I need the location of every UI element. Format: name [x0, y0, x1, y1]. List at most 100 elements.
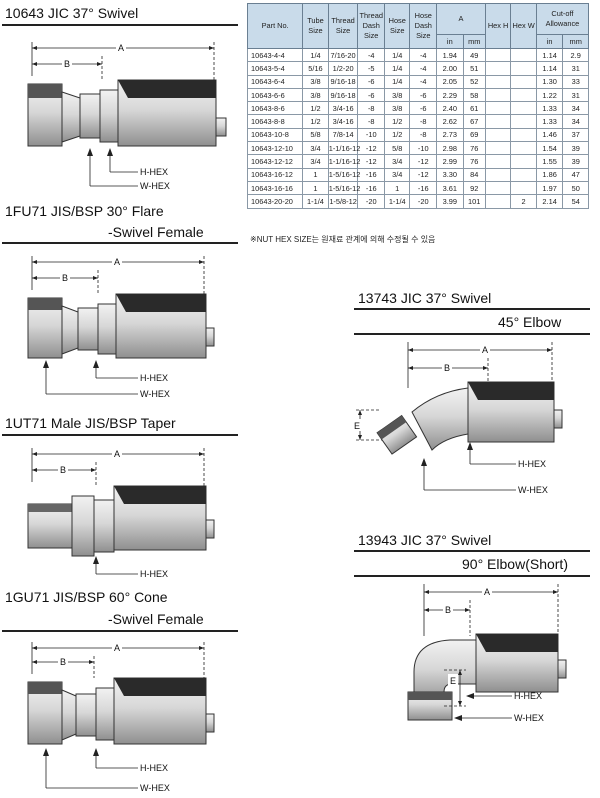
- dim-hhex-label: H-HEX: [140, 373, 168, 383]
- table-cell-thread: 1-1/16-12: [327, 141, 360, 156]
- table-cell-part: 10643-8-8: [246, 114, 304, 129]
- table-cell-a_in: 2.29: [436, 87, 464, 103]
- section-subtitle-13943: 90° Elbow(Short): [462, 556, 568, 572]
- table-cell-hdash: -4: [409, 61, 438, 76]
- table-cell-w: [510, 167, 537, 182]
- header-thread-size: Thread Size: [327, 3, 359, 49]
- table-cell-c_mm: 39: [562, 141, 589, 156]
- table-cell-hose: 3/8: [383, 101, 411, 116]
- table-cell-a_mm: 67: [462, 114, 486, 129]
- table-cell-c_mm: 2.9: [562, 47, 589, 63]
- header-cutoff-in: in: [535, 34, 564, 49]
- header-cutoff-mm: mm: [562, 34, 589, 49]
- dim-whex-label: W-HEX: [140, 783, 170, 793]
- dim-whex-label: W-HEX: [140, 181, 170, 191]
- table-cell-tube: 1-1/4: [302, 194, 329, 209]
- table-cell-h: [484, 127, 512, 143]
- table-cell-hose: 3/4: [383, 154, 411, 169]
- table-cell-c_in: 1.46: [535, 127, 564, 143]
- table-cell-part: 10643-20-20: [246, 194, 304, 209]
- table-cell-c_in: 2.14: [535, 194, 564, 209]
- dim-hhex-label: H-HEX: [140, 569, 168, 579]
- nut-hex-note: ※NUT HEX SIZE는 원재료 관계에 의해 수정될 수 있음: [250, 235, 436, 244]
- table-cell-a_in: 2.99: [436, 154, 464, 169]
- table-cell-a_in: 1.94: [436, 47, 464, 63]
- table-cell-tube: 3/4: [302, 154, 329, 169]
- table-cell-c_mm: 37: [562, 127, 589, 143]
- table-cell-part: 10643-12-10: [246, 141, 304, 156]
- table-cell-part: 10643-16-16: [246, 180, 304, 196]
- table-cell-w: [510, 61, 537, 76]
- table-cell-thread: 3/4-16: [327, 114, 359, 129]
- table-cell-hose: 1: [383, 180, 411, 196]
- table-cell-c_in: 1.30: [535, 74, 564, 89]
- table-cell-c_in: 1.54: [535, 141, 564, 156]
- table-cell-w: [510, 154, 537, 169]
- table-cell-part: 10643-4-4: [246, 47, 304, 63]
- table-cell-w: [510, 127, 537, 143]
- table-cell-tdash: -6: [357, 87, 385, 103]
- table-cell-w: [510, 74, 537, 89]
- section-title-1fu71: 1FU71 JIS/BSP 30° Flare: [5, 203, 164, 219]
- header-cutoff: Cut-off Allowance: [535, 3, 590, 35]
- table-cell-c_in: 1.55: [535, 154, 564, 169]
- table-cell-tube: 3/8: [302, 74, 329, 89]
- section-rule: [2, 630, 238, 632]
- table-cell-hose: 1-1/4: [383, 194, 411, 209]
- table-cell-hdash: -12: [409, 167, 438, 182]
- table-cell-a_in: 2.00: [436, 61, 464, 76]
- table-cell-c_mm: 39: [562, 154, 589, 169]
- section-subtitle-13743: 45° Elbow: [498, 314, 562, 330]
- table-cell-part: 10643-16-12: [246, 167, 304, 182]
- spec-table: Part No. Tube Size Thread Size Thread Da…: [246, 3, 590, 209]
- table-cell-thread: 9/16-18: [327, 87, 359, 103]
- table-cell-h: [484, 194, 512, 209]
- section-subtitle-1fu71: -Swivel Female: [108, 224, 204, 240]
- table-cell-tdash: -12: [357, 141, 385, 156]
- fitting-drawing-13743: A B E H-HEX W-HEX: [340, 338, 590, 506]
- table-cell-c_mm: 47: [562, 167, 589, 182]
- section-rule: [354, 575, 590, 577]
- table-cell-thread: 7/16-20: [327, 47, 359, 63]
- section-title-13743: 13743 JIC 37° Swivel: [358, 290, 492, 306]
- table-cell-tdash: -8: [357, 101, 385, 116]
- table-cell-a_mm: 76: [462, 141, 486, 156]
- header-a-in: in: [436, 34, 464, 49]
- table-cell-thread: 3/4-16: [327, 101, 359, 116]
- table-cell-a_mm: 76: [462, 154, 486, 169]
- table-cell-thread: 1-5/16-12: [327, 180, 360, 196]
- table-cell-c_mm: 31: [562, 87, 589, 103]
- table-cell-a_in: 2.40: [436, 101, 464, 116]
- table-cell-c_in: 1.33: [535, 114, 564, 129]
- table-cell-a_in: 2.73: [436, 127, 464, 143]
- table-cell-part: 10643-6-6: [246, 87, 304, 103]
- section-rule: [2, 24, 238, 26]
- table-cell-w: 2: [510, 194, 537, 209]
- dim-hhex-label: H-HEX: [140, 763, 168, 773]
- table-cell-a_in: 2.05: [436, 74, 464, 89]
- table-cell-a_mm: 49: [462, 47, 486, 63]
- table-cell-tube: 1: [302, 167, 329, 182]
- table-cell-hdash: -4: [409, 74, 438, 89]
- table-cell-c_in: 1.33: [535, 101, 564, 116]
- table-cell-h: [484, 101, 512, 116]
- dim-whex-label: W-HEX: [140, 389, 170, 399]
- header-hose-size: Hose Size: [383, 3, 411, 49]
- dim-b-label: B: [60, 657, 66, 667]
- table-cell-c_mm: 34: [562, 101, 589, 116]
- dim-a-label: A: [114, 449, 120, 459]
- section-title-10643: 10643 JIC 37° Swivel: [5, 5, 139, 21]
- table-cell-w: [510, 47, 537, 63]
- table-cell-hdash: -6: [409, 87, 438, 103]
- table-cell-a_mm: 92: [462, 180, 486, 196]
- header-a-mm: mm: [462, 34, 486, 49]
- table-cell-thread: 1/2-20: [327, 61, 359, 76]
- table-cell-w: [510, 180, 537, 196]
- section-rule: [354, 550, 590, 552]
- table-cell-w: [510, 101, 537, 116]
- table-cell-a_mm: 52: [462, 74, 486, 89]
- table-cell-h: [484, 167, 512, 182]
